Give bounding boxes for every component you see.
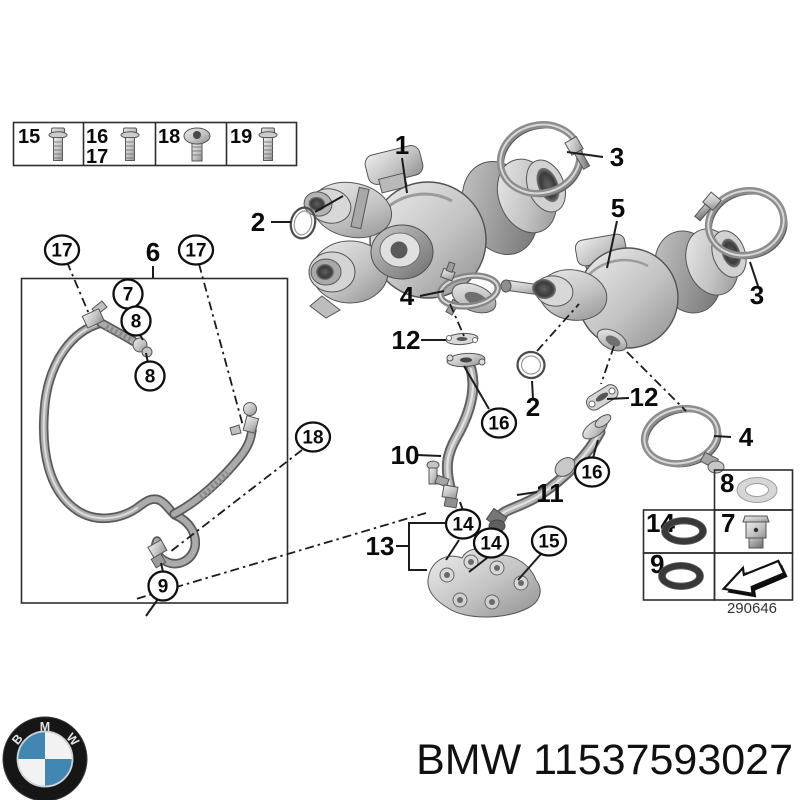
legend-box: 8 14 7 9 290646 (642, 468, 794, 617)
oil-supply-line-box (20, 277, 289, 604)
part-number: BMW 11537593027 (416, 736, 793, 784)
callout-labels: 1 3 3 5 2 2 4 4 12 12 10 11 13 6 (146, 130, 764, 561)
v-band-clamp-3b-illustration (694, 187, 788, 260)
banjo-bolt-icon (742, 515, 770, 549)
washer-icon (736, 477, 778, 503)
table-item-15-label: 15 (18, 126, 40, 148)
bmw-logo: B M W (2, 716, 88, 800)
v-band-clamp-3a-illustration (496, 121, 591, 198)
callout-10-label: 10 (391, 440, 420, 470)
callout-8-circle: 8 (131, 312, 142, 333)
logo-letter-m: M (40, 720, 50, 734)
fastener-table: 15 16 17 18 19 (12, 121, 298, 168)
callout-16-circle: 16 (581, 463, 602, 484)
callout-14-circle: 14 (480, 534, 502, 555)
callout-5-label: 5 (611, 193, 625, 223)
callout-15-circle: 15 (538, 532, 560, 553)
diagram-number: 290646 (727, 600, 777, 617)
callout-17-circle: 17 (51, 241, 72, 262)
bolt-icon (120, 127, 140, 162)
callout-3-label: 3 (610, 142, 624, 172)
o-ring-2b-illustration (516, 350, 546, 380)
callout-9-circle: 9 (158, 577, 169, 598)
bolt-icon (48, 127, 68, 162)
callout-2-label: 2 (251, 207, 265, 237)
oil-return-pipe-10-illustration (426, 352, 486, 509)
assembly-axis-lines (66, 261, 687, 600)
callout-3-label: 3 (750, 280, 764, 310)
legend-7-label: 7 (721, 508, 735, 538)
hose-clamp-4a-illustration (436, 261, 502, 310)
callout-14-circle: 14 (452, 515, 474, 536)
gasket-12a-illustration (445, 332, 479, 346)
footer: B M W BMW 11537593027 (2, 716, 793, 800)
callout-8-circle: 8 (145, 367, 156, 388)
table-item-17-label: 17 (86, 146, 108, 168)
table-item-19-label: 19 (230, 126, 252, 148)
callout-17-circle: 17 (185, 241, 206, 262)
callout-4-label: 4 (739, 422, 754, 452)
callout-18-circle: 18 (302, 428, 323, 449)
callout-2-label: 2 (526, 392, 540, 422)
oil-return-pipe-11-illustration (485, 414, 612, 533)
direction-arrow-icon (721, 559, 788, 598)
turbocharger-2-illustration (500, 228, 747, 352)
o-ring-icon (662, 518, 707, 545)
legend-8-label: 8 (720, 468, 734, 498)
callout-13-label: 13 (366, 531, 395, 561)
support-bracket-13-illustration (427, 548, 541, 618)
callout-1-label: 1 (395, 130, 409, 160)
v-band-clamp-4b-illustration (640, 404, 725, 474)
circled-callouts: 17 17 7 8 8 18 9 16 16 14 14 15 (43, 234, 611, 602)
bolt-icon (258, 127, 278, 162)
callout-6-label: 6 (146, 237, 160, 267)
oil-supply-line-6-illustration (38, 300, 260, 569)
round-screw-icon (183, 127, 211, 162)
callout-11-label: 11 (536, 478, 564, 508)
callout-7-circle: 7 (123, 285, 134, 306)
callout-4-label: 4 (400, 281, 415, 311)
callout-12-label: 12 (630, 382, 659, 412)
o-ring-2a-illustration (289, 206, 317, 240)
gasket-12b-illustration (586, 384, 619, 411)
table-item-18-label: 18 (158, 126, 180, 148)
o-ring-icon (659, 563, 704, 590)
callout-16-circle: 16 (488, 414, 509, 435)
callout-12-label: 12 (392, 325, 421, 355)
table-item-16-label: 16 (86, 126, 108, 148)
